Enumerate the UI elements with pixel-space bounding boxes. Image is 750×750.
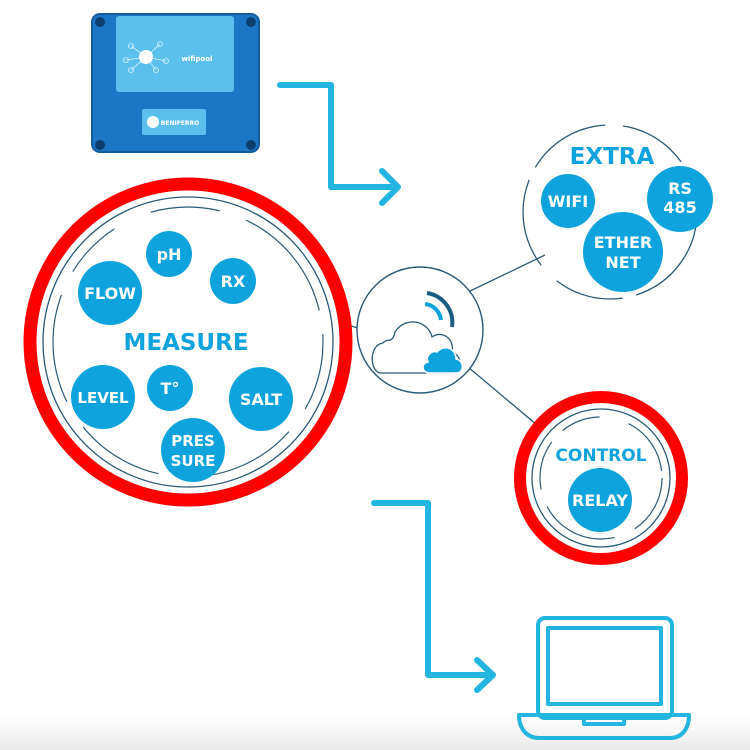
ph-label: pH	[157, 245, 182, 264]
measure-item-level[interactable]: LEVEL	[71, 365, 135, 429]
salt-label: SALT	[240, 390, 282, 409]
extra-item-rs485[interactable]: RS 485	[647, 166, 713, 232]
rs485-label-line1: RS	[668, 179, 692, 198]
controller-device: wifipool BENIFERRO	[91, 13, 260, 153]
pressure-label-line1: PRES	[171, 432, 215, 450]
extra-title: EXTRA	[570, 144, 655, 170]
measure-item-rx[interactable]: RX	[210, 258, 256, 304]
control-group-outline	[531, 408, 671, 548]
flow-label: FLOW	[84, 284, 136, 303]
screw-icon	[95, 140, 105, 150]
measure-title: MEASURE	[123, 330, 248, 356]
screw-icon	[246, 140, 256, 150]
screw-icon	[246, 17, 256, 27]
extra-item-ethernet[interactable]: ETHER NET	[583, 212, 663, 292]
arrow-device-to-hub	[277, 82, 401, 206]
control-title: CONTROL	[555, 446, 646, 466]
pressure-label-line2: SURE	[171, 452, 216, 470]
measure-item-ph[interactable]: pH	[146, 231, 192, 277]
device-front-label	[116, 16, 234, 92]
line-hub-to-extra	[465, 254, 546, 294]
measure-group-outline	[42, 196, 334, 488]
device-maker-plate	[142, 109, 206, 135]
relay-label: RELAY	[572, 491, 628, 510]
maker-logo-icon	[147, 116, 159, 128]
measure-item-flow[interactable]: FLOW	[78, 261, 142, 325]
wifi-signal-icon	[424, 291, 455, 328]
measure-group: MEASURE pH RX FLOW LEVEL T° SALT PRES	[23, 177, 353, 507]
device-center-icon	[139, 50, 153, 64]
laptop-icon	[517, 616, 691, 740]
rx-label: RX	[221, 272, 246, 291]
extra-item-wifi[interactable]: WIFI	[541, 174, 595, 228]
arrow-hub-to-laptop	[371, 500, 496, 693]
device-maker-label: BENIFERRO	[161, 120, 199, 127]
device-brand-label: wifipool	[181, 55, 212, 63]
control-item-relay[interactable]: RELAY	[568, 468, 632, 532]
line-hub-to-control	[467, 366, 544, 431]
extra-group: EXTRA WIFI RS 485 ETHER NET	[522, 124, 713, 300]
control-inner-dashed-ring	[539, 416, 663, 540]
rs485-label-line2: 485	[663, 198, 696, 217]
wifi-label: WIFI	[548, 192, 588, 211]
ethernet-label-line2: NET	[605, 253, 640, 272]
screw-icon	[95, 17, 105, 27]
control-group: CONTROL RELAY	[514, 391, 688, 565]
cloud-hub	[356, 266, 484, 394]
measure-item-salt[interactable]: SALT	[229, 367, 293, 431]
measure-item-pressure[interactable]: PRES SURE	[161, 418, 225, 482]
measure-item-temperature[interactable]: T°	[147, 365, 193, 411]
ethernet-label-line1: ETHER	[594, 233, 652, 252]
level-label: LEVEL	[77, 389, 129, 407]
small-cloud-icon	[422, 347, 464, 374]
temperature-label: T°	[161, 379, 180, 398]
